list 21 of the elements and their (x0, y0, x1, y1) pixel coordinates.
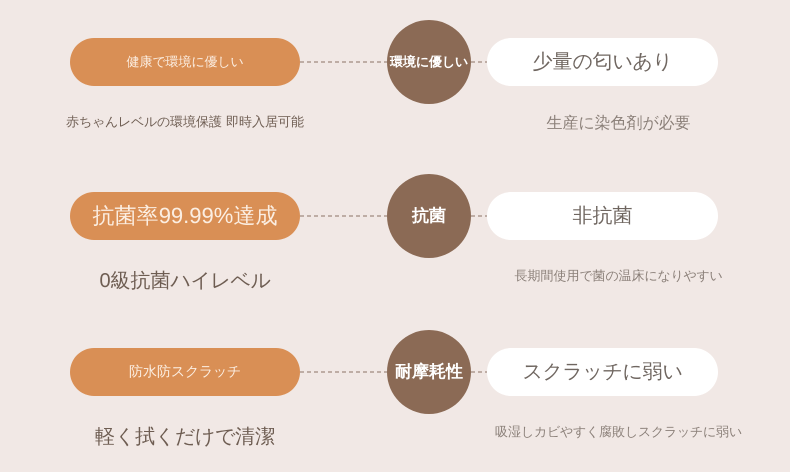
description-text: 吸湿しカビやすく腐敗しスクラッチに弱い (495, 423, 742, 441)
pill-label: 防水防スクラッチ (129, 363, 241, 381)
drawback-pill (487, 348, 718, 396)
pill-label: 非抗菌 (572, 204, 632, 228)
description-text: 軽く拭くだけで清潔 (95, 425, 275, 450)
drawback-pill (487, 192, 718, 240)
description-text: 赤ちゃんレベルの環境保護 即時入居可能 (66, 113, 304, 131)
advantage-pill (70, 192, 300, 240)
pill-label: 抗菌 (412, 205, 446, 227)
advantage-pill (70, 38, 300, 86)
description-text: 0級抗菌ハイレベル (99, 269, 271, 294)
pill-label: 健康で環境に優しい (126, 54, 244, 70)
drawback-pill (487, 38, 718, 86)
advantage-pill (70, 348, 300, 396)
pill-label: 少量の匂いあり (532, 50, 672, 74)
description-text: 長期間使用で菌の温床になりやすい (514, 267, 722, 285)
pill-label: 環境に優しい (390, 54, 468, 70)
pill-label: 抗菌率99.99%達成 (92, 202, 278, 230)
description-text: 生産に染色剤が必要 (546, 114, 690, 134)
pill-label: スクラッチに弱い (522, 360, 682, 384)
pill-label: 耐摩耗性 (395, 361, 463, 383)
